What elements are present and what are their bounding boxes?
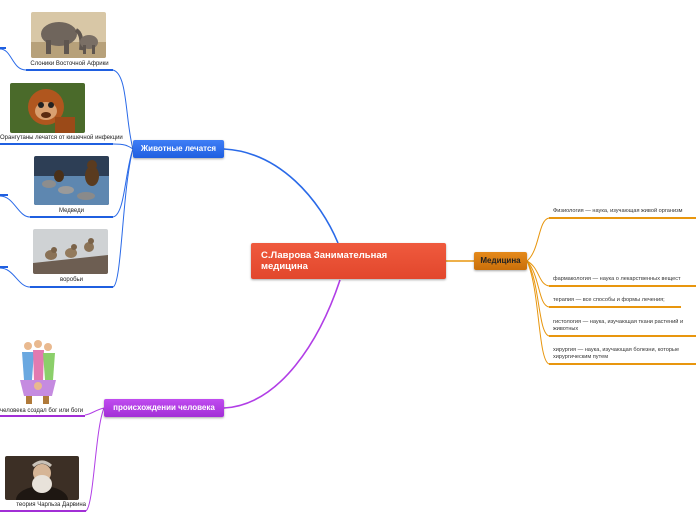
connector-central-origin: [224, 280, 340, 408]
central-topic[interactable]: С.Лаврова Занимательная медицина: [251, 243, 446, 279]
caption-gods: человека создал бог или боги: [0, 408, 85, 414]
caption-sparrows: воробьи: [30, 277, 113, 283]
sparrows-photo: [33, 229, 108, 274]
central-topic-line1: С.Лаврова Занимательная: [261, 250, 436, 261]
caption-bears: Медведи: [30, 208, 113, 214]
caption-elephants: Слоники Восточной Африки: [26, 61, 113, 67]
branch-medicine[interactable]: Медицина: [474, 252, 527, 270]
darwin-portrait: [5, 456, 79, 500]
medicine-item-surgery: хирургия — наука, изучающая болезни, кот…: [553, 347, 679, 361]
caption-darwin: теория Чарльза Дарвина: [0, 502, 86, 508]
branch-origin[interactable]: происхождении человека: [104, 399, 224, 417]
connector-central-animals: [224, 149, 338, 243]
caption-orangutan: Орангутаны лечатся от кишечной инфекции: [0, 135, 113, 141]
branch-animals[interactable]: Животные лечатся: [133, 140, 224, 158]
medicine-item-therapy: терапия — все способы и формы лечения;: [553, 297, 665, 304]
elephants-photo: [31, 12, 106, 58]
orangutan-photo: [10, 83, 85, 133]
gods-illustration: [16, 336, 60, 406]
medicine-item-pharmacology: фармакология — наука о лекарственных вещ…: [553, 276, 681, 283]
central-topic-line2: медицина: [261, 261, 436, 272]
medicine-item-physiology: Физиология — наука, изучающая живой орга…: [553, 208, 683, 215]
bears-photo: [34, 156, 109, 205]
medicine-item-histology: гистология — наука, изучающая ткани раст…: [553, 319, 683, 333]
